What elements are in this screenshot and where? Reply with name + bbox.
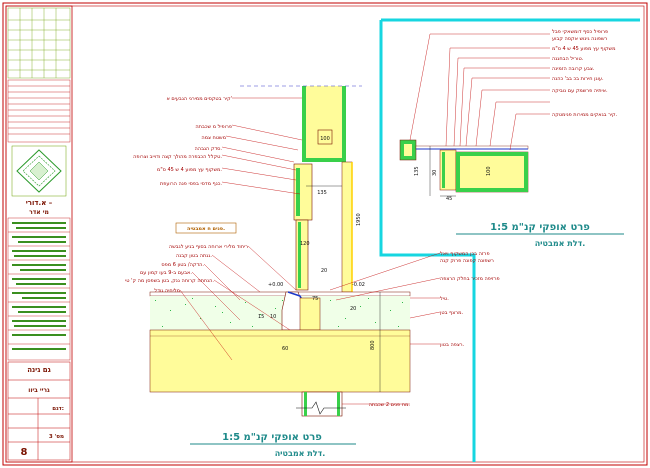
dim-label: 20 [321,268,327,274]
note-surface: משטח צמה [201,135,226,141]
code-label: דגם: [52,406,64,412]
main-detail-subtitle: דלת אמבטיה. [275,449,326,458]
elevation-mark: -0.02 [352,282,365,288]
side-detail-subtitle: דלת אמבטיה. [535,239,586,248]
section-tag-box [175,222,237,234]
note-lower-6: מליחיה גודל [154,288,180,294]
note-cladding: טקלל הכבפרה מהולך קצה ודוייב וצרופה. [133,154,222,160]
side-dim: 45 [446,196,452,202]
upper-wall [302,86,346,162]
screed-layer [150,296,410,330]
revision-table [7,7,71,79]
note-lower-5: הנחתה קרוחה גנק, בטן בשפסן מה ק' טי. [125,278,214,284]
note-right-1: פרזה בכן המשקוף ויאל [440,251,490,257]
note-right-5: מרצף בטן. [440,310,463,316]
title-block: א.דורי – מי אדר [5,5,73,463]
cyan-boundary [379,18,640,462]
main-detail-title: פרט אופקי קנ"מ 1:5 [222,432,322,443]
sheet-number: 8 [21,447,28,458]
architect-label: א.דורי – [26,199,53,207]
concrete-slab [149,329,411,393]
side-door-slab [455,151,529,193]
side-leader-lines [409,33,550,151]
note-lower-4: אבעם ב-9 בעו קמון עם. [140,270,192,276]
architect-label-2: מי אדר [29,209,49,216]
dim-label: 75 [312,296,318,302]
note-bottom: מח פנים 2 שכבתה. [369,402,411,408]
note-lower-1: ריחוד מלירי ארוחה בסוף בניע לגבשה [169,244,248,250]
side-detail: 135 30 45 100 פרופיל כסף דומשאקי פבל רשפ… [399,29,624,248]
side-note-3: משקוף עץ מפוע 45 ש 4 ס"מ [552,46,615,52]
scale-label: מס' 3 [49,434,64,440]
main-detail: 100 135 20 1950 [125,85,500,458]
note-wall: קיר בטקסים ממירני הגבעים א' [166,96,232,102]
dim-label: 10 [270,314,276,320]
side-note-2: רשפונה גינוש אקסה קבוע [552,36,607,42]
side-note-6: עוגן חירות בכ בב' כהנה. [552,76,604,82]
dim-label: 100 [320,136,330,142]
note-right-6: רצפה בטון. [440,342,465,348]
note-right-3: פרזיפה מזכיר בחלק הרצפה [440,276,500,282]
dim-label: 60 [282,346,288,352]
side-dim: 135 [414,166,420,176]
dim-label: 135 [317,190,327,196]
dim-label: 15 [258,314,264,320]
side-note-5: צבע קרובה הזמינה. [552,66,595,72]
screed-speckle [155,298,403,327]
project-label: גם גינה [27,366,51,374]
office-logo [11,145,67,197]
elevation-mark: +0.00 [268,282,283,288]
side-dim: 100 [486,166,492,176]
dim-label: 120 [300,241,310,247]
side-dim: 30 [432,170,438,176]
note-lower-2: גגתה בטון קבנה. [176,253,212,259]
door-leaf [295,219,309,291]
side-note-7: איתיה פרשמק עם נוביקה. [552,88,608,94]
note-leaf: כנף מדסי בפסי פנה הרועפת. [160,181,222,187]
note-right-2: רשפונה קפונה פרוק קנה [440,258,494,264]
note-right-4: טיל. [440,296,449,302]
note-joint: סדק הגבהה. [195,146,223,152]
project-label-2: גריי ביוו [28,387,50,394]
dim-label: 1950 [356,213,362,226]
note-lower-3: הדקה/ בטון 6 מפס. [161,262,204,268]
leader-lines [179,97,441,405]
side-detail-title: פרט אופקי קנ"מ 1:5 [490,222,590,233]
dim-label: 20 [350,306,356,312]
side-note-1: פרופיל כסף דומשאקי פבל [552,29,608,35]
section-tag: פנים ח אמבטיה. [187,226,225,232]
dim-label: 800 [370,340,376,350]
side-note-4: טוריל הבחגנה. [552,56,584,62]
note-frame: משקוף עץ מפוע 4 ש 45 ס"מ. [157,167,222,173]
door-sill [281,291,303,331]
side-note-8: קיר בגאקים ממירות פנימטקה. [552,112,618,118]
note-profile: פרופיל מ שכבתה [195,124,232,130]
